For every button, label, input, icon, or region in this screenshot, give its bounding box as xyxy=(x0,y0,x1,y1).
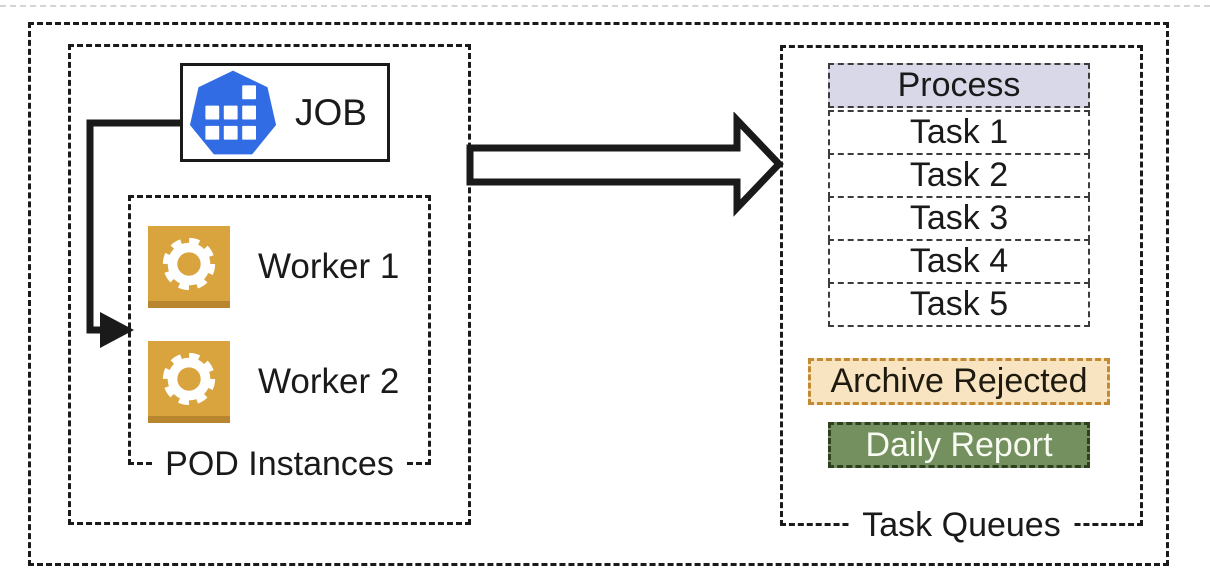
process-header: Process xyxy=(828,63,1090,108)
daily-report-queue: Daily Report xyxy=(828,422,1090,468)
gear-icon xyxy=(148,341,230,423)
worker-2-node: Worker 2 xyxy=(148,341,399,423)
worker-2-label: Worker 2 xyxy=(258,362,400,401)
task-row-5: Task 5 xyxy=(828,282,1090,327)
task-row-4: Task 4 xyxy=(828,239,1090,284)
task-list: Task 1 Task 2 Task 3 Task 4 Task 5 xyxy=(828,110,1090,327)
gear-icon xyxy=(148,226,230,308)
task-row-3: Task 3 xyxy=(828,196,1090,241)
job-group-box xyxy=(68,44,471,525)
job-to-workers-arrow xyxy=(86,119,180,348)
outer-boundary xyxy=(28,22,1169,566)
job-label: JOB xyxy=(295,91,367,133)
job-node: JOB xyxy=(180,63,390,162)
task-queues-box: Task Queues xyxy=(780,45,1143,545)
task-row-2: Task 2 xyxy=(828,153,1090,198)
flow-arrow-icon xyxy=(466,112,784,217)
page-grid-line xyxy=(0,5,1210,7)
task-queues-label: Task Queues xyxy=(850,505,1073,545)
kubernetes-job-icon xyxy=(189,70,277,154)
archive-rejected-queue: Archive Rejected xyxy=(808,358,1110,405)
worker-1-label: Worker 1 xyxy=(258,247,400,286)
task-row-1: Task 1 xyxy=(828,110,1090,155)
pod-instances-box: POD Instances xyxy=(128,195,431,484)
pod-instances-label: POD Instances xyxy=(153,444,406,484)
worker-1-node: Worker 1 xyxy=(148,226,399,308)
